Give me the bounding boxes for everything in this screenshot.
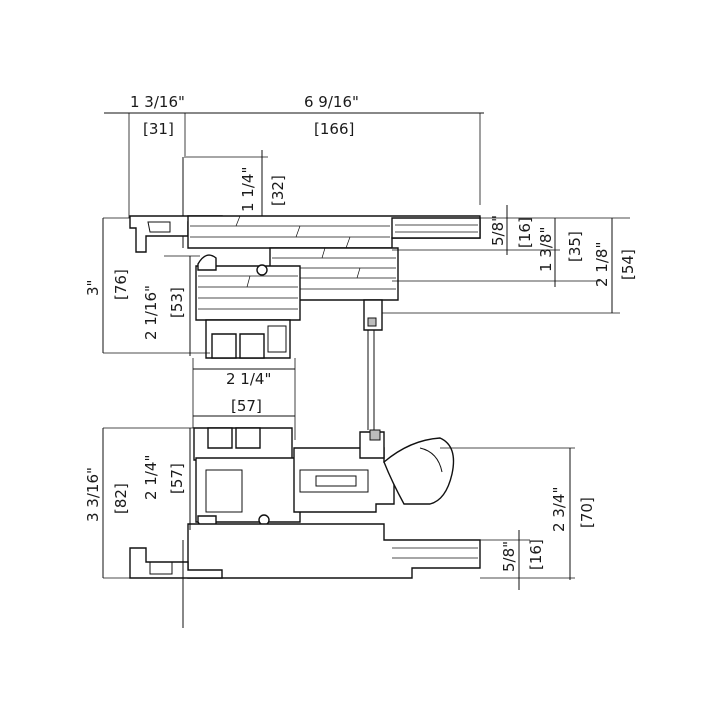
dim-top-left-imperial: 1 3/16" bbox=[130, 93, 185, 111]
dim-bottom-inner-metric: [57] bbox=[168, 463, 186, 494]
dim-right-c-metric: [54] bbox=[619, 249, 637, 280]
middle-width-dimension: 2 1/4" [57] bbox=[192, 358, 296, 440]
dim-top-left-metric: [31] bbox=[143, 120, 174, 138]
dim-bottom-right-a-metric: [16] bbox=[527, 539, 545, 570]
right-lower-dimensions: 5/8" [16] 2 3/4" [70] bbox=[440, 447, 596, 590]
dim-middle-metric: [57] bbox=[231, 397, 262, 415]
dim-left-outer-metric: [76] bbox=[112, 269, 130, 300]
upper-frame-assembly bbox=[129, 157, 481, 430]
dim-bottom-right-b-imperial: 2 3/4" bbox=[550, 487, 568, 532]
dim-bottom-right-b-metric: [70] bbox=[578, 497, 596, 528]
head-height-dimension: 1 1/4" [32] bbox=[186, 150, 287, 232]
top-dimension-group: 1 3/16" [31] 6 9/16" [166] bbox=[104, 93, 484, 218]
dim-middle-imperial: 2 1/4" bbox=[226, 370, 271, 388]
dim-right-a-imperial: 5/8" bbox=[489, 215, 507, 246]
right-upper-dimensions: 5/8" [16] 1 3/8" [35] 2 1/8" [54] bbox=[382, 205, 637, 314]
dim-bottom-outer-imperial: 3 3/16" bbox=[84, 467, 102, 522]
left-upper-dimensions: 3" [76] 2 1/16" [53] bbox=[84, 217, 210, 356]
dim-top-right-metric: [166] bbox=[314, 120, 354, 138]
dim-left-inner-imperial: 2 1/16" bbox=[142, 285, 160, 340]
lower-frame-assembly bbox=[129, 427, 481, 628]
left-lower-dimensions: 3 3/16" [82] 2 1/4" [57] bbox=[84, 427, 200, 579]
dim-bottom-inner-imperial: 2 1/4" bbox=[142, 455, 160, 500]
dim-bottom-outer-metric: [82] bbox=[112, 483, 130, 514]
dim-head-imperial: 1 1/4" bbox=[239, 167, 257, 212]
dim-left-outer-imperial: 3" bbox=[84, 280, 102, 296]
dim-right-b-imperial: 1 3/8" bbox=[537, 227, 555, 272]
dim-right-b-metric: [35] bbox=[566, 231, 584, 262]
dim-top-right-imperial: 6 9/16" bbox=[304, 93, 359, 111]
dim-bottom-right-a-imperial: 5/8" bbox=[500, 541, 518, 572]
dim-left-inner-metric: [53] bbox=[168, 287, 186, 318]
dim-right-a-metric: [16] bbox=[516, 217, 534, 248]
dim-right-c-imperial: 2 1/8" bbox=[593, 242, 611, 287]
dim-head-metric: [32] bbox=[269, 175, 287, 206]
